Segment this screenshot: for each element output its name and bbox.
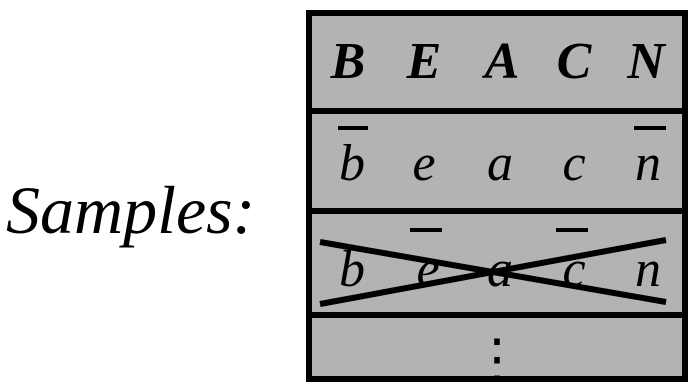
header-cell-e: E — [406, 33, 442, 90]
sample-row-1: b e a c n — [312, 114, 682, 208]
header-row: B E A C N — [312, 16, 682, 108]
row1-cell-n: n — [635, 135, 661, 192]
header-cell-c: C — [556, 33, 592, 90]
row-divider — [312, 108, 682, 114]
overbar-c — [556, 228, 588, 232]
row1-cell-b: b — [339, 135, 365, 192]
row-divider — [312, 312, 682, 318]
overbar-n — [634, 126, 666, 130]
overbar-b — [338, 126, 368, 130]
overbar-e — [410, 228, 442, 232]
continuation-row: ⋮ — [312, 318, 682, 386]
row2-cell-b: b — [339, 241, 365, 298]
samples-label: Samples: — [6, 172, 256, 248]
header-cell-a: A — [484, 33, 520, 90]
row1-cell-a: a — [487, 135, 513, 192]
vertical-ellipsis: ⋮ — [470, 329, 524, 389]
sample-row-2-rejected: b e a c n — [312, 214, 682, 312]
row-divider — [312, 208, 682, 214]
samples-table: B E A C N b e a c n b e a c n ⋮ — [306, 10, 688, 386]
header-cell-b: B — [330, 33, 366, 90]
cross-out-mark — [319, 237, 667, 307]
cross-line-up — [319, 237, 667, 307]
header-cell-n: N — [627, 33, 665, 90]
row1-cell-c: c — [562, 135, 586, 192]
row2-cell-n: n — [635, 241, 661, 298]
row1-cell-e: e — [412, 135, 436, 192]
